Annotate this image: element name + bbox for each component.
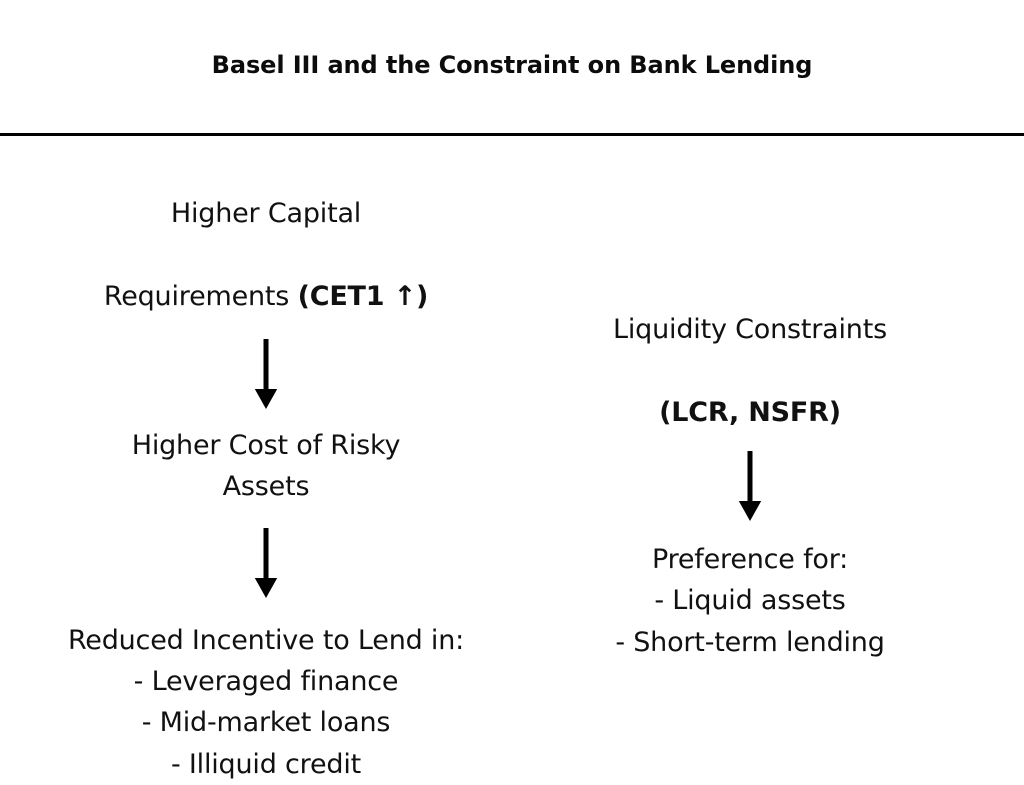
node-line-2-bold: (LCR, NSFR) (659, 396, 841, 428)
node-line-1: Liquidity Constraints (613, 314, 887, 346)
down-arrow-icon (253, 527, 279, 598)
node-line-2-bold: (CET1 ↑) (297, 280, 429, 312)
flow-diagram: Higher Capital Requirements (CET1 ↑) Hig… (0, 134, 1024, 779)
node-liquidity-constraints: Liquidity Constraints (LCR, NSFR) (560, 268, 940, 433)
node-reduced-incentive-to-lend: Reduced Incentive to Lend in: - Leverage… (67, 624, 465, 780)
title-area: Basel III and the Constraint on Bank Len… (0, 0, 1024, 134)
flow-column-right: Liquidity Constraints (LCR, NSFR) Prefer… (560, 268, 940, 663)
title-divider (0, 133, 1024, 136)
page-title: Basel III and the Constraint on Bank Len… (211, 50, 813, 79)
flow-column-left: Higher Capital Requirements (CET1 ↑) Hig… (16, 152, 516, 785)
node-preference-for: Preference for: - Liquid assets - Short-… (615, 544, 885, 658)
down-arrow-icon (737, 451, 763, 522)
node-higher-capital-requirements: Higher Capital Requirements (CET1 ↑) (16, 152, 516, 317)
node-line-2-regular: Requirements (103, 280, 298, 312)
down-arrow-icon (253, 339, 279, 410)
node-line-1: Higher Capital (170, 198, 362, 230)
node-higher-cost-risky-assets: Higher Cost of Risky Assets (131, 430, 401, 503)
